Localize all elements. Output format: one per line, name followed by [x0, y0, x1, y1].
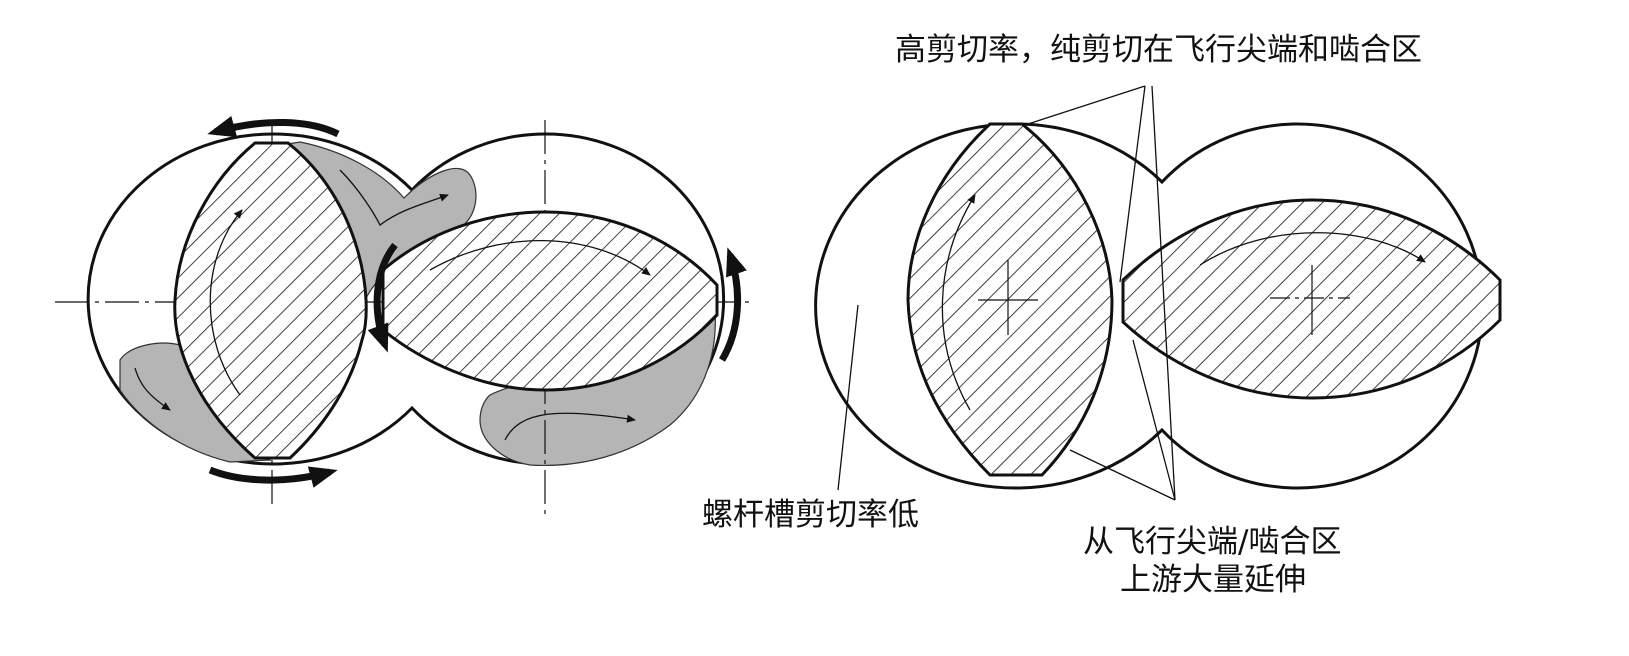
leader-high-shear-1: [1027, 85, 1146, 125]
leader-extension-1: [1069, 449, 1176, 501]
left-rotor-vertical: [173, 141, 368, 460]
rotation-arrow-right: [718, 247, 747, 362]
label-high-shear: 高剪切率，纯剪切在飞行尖端和啮合区: [895, 32, 1422, 68]
label-low-shear: 螺杆槽剪切率低: [702, 497, 919, 533]
left-flow-arrow-shaded-top: [339, 169, 449, 226]
right-figure: 高剪切率，纯剪切在飞行尖端和啮合区 螺杆槽剪切率低 从飞行尖端/啮合区 上游大量…: [702, 32, 1502, 598]
label-extension-line2: 上游大量延伸: [1120, 562, 1306, 598]
left-figure: [55, 116, 750, 515]
label-extension-line1: 从飞行尖端/啮合区: [1083, 524, 1341, 560]
rotation-arrow-top: [207, 116, 340, 138]
left-flow-arrow-shaded-br: [504, 412, 636, 441]
leader-extension-3: [1151, 85, 1176, 501]
leader-low-shear: [837, 304, 859, 491]
rotation-arrow-bottom: [208, 466, 338, 488]
left-flow-arrow-rotor2: [429, 239, 651, 276]
leader-extension-2: [1132, 339, 1176, 501]
left-flow-arrow-shaded-bl: [134, 367, 171, 411]
right-flow-arrow-rotor2: [1199, 232, 1426, 266]
rotation-arrow-middle: [367, 242, 398, 353]
left-flow-arrow-rotor1: [209, 209, 243, 396]
right-flow-arrow-rotor1: [941, 194, 976, 411]
leader-high-shear-2: [1119, 85, 1146, 283]
left-rotor-horizontal: [381, 210, 719, 392]
